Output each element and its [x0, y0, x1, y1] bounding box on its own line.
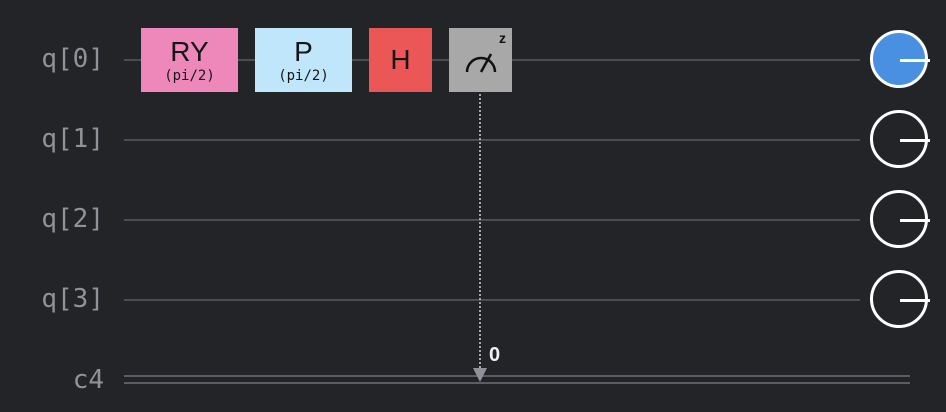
- p-gate-param: (pi/2): [278, 67, 329, 84]
- measurement-arrow: [473, 368, 487, 382]
- ry-gate[interactable]: RY (pi/2): [141, 28, 238, 92]
- p-gate-name: P: [294, 35, 313, 67]
- classical-bit-index: 0: [489, 344, 501, 366]
- ry-gate-param: (pi/2): [164, 67, 215, 84]
- meter-icon: [465, 53, 496, 73]
- classical-register-label: c4: [72, 365, 104, 395]
- classical-wire-bottom: [124, 382, 910, 384]
- qubit-wire-2: [124, 219, 860, 221]
- qubit-wire-1: [124, 139, 860, 141]
- qubit-state-indicator-3[interactable]: [870, 270, 930, 328]
- h-gate-name: H: [390, 44, 411, 75]
- qubit-state-indicator-1[interactable]: [870, 110, 930, 168]
- qubit-label-3: q[3]: [41, 284, 104, 314]
- qubit-label-0: q[0]: [41, 44, 104, 74]
- measurement-connector: [479, 94, 481, 368]
- measure-basis-label: z: [499, 30, 506, 46]
- qubit-label-1: q[1]: [41, 124, 104, 154]
- state-marker: [900, 59, 930, 62]
- qubit-state-indicator-0[interactable]: [870, 30, 930, 88]
- state-marker: [900, 299, 930, 302]
- qubit-wire-3: [124, 299, 860, 301]
- state-marker: [900, 219, 930, 222]
- state-marker: [900, 139, 930, 142]
- qubit-label-2: q[2]: [41, 204, 104, 234]
- measure-gate[interactable]: z: [449, 28, 512, 92]
- classical-wire-top: [124, 375, 910, 377]
- h-gate[interactable]: H: [369, 28, 432, 92]
- p-gate[interactable]: P (pi/2): [255, 28, 352, 92]
- qubit-state-indicator-2[interactable]: [870, 190, 930, 248]
- ry-gate-name: RY: [170, 35, 209, 67]
